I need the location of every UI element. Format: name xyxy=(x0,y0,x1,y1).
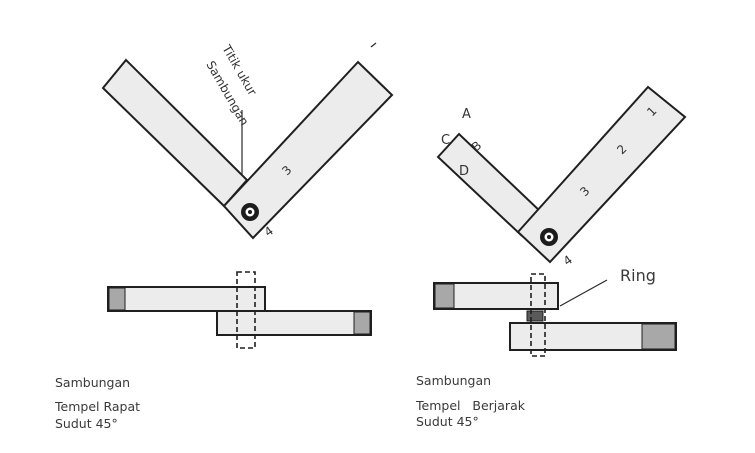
ring-label: Ring xyxy=(620,266,656,285)
left-side-view xyxy=(107,271,372,349)
right-v-joint: A C B D 1 2 3 4 xyxy=(436,85,687,269)
right-arm-bar xyxy=(222,60,394,240)
right-caption: Sambungan Tempel Berjarak Sudut 45° xyxy=(415,373,526,429)
right-number-4: 4 xyxy=(561,253,575,269)
right-side-view: Ring xyxy=(433,266,677,357)
left-v-joint: Titik ukur Sambungan 3 4 xyxy=(101,42,394,240)
right-upper-bar xyxy=(433,282,559,310)
ring-washer xyxy=(526,310,544,322)
right-long-arm-bar xyxy=(516,85,687,264)
left-lower-endcap xyxy=(353,311,371,335)
right-caption-line1: Sambungan xyxy=(416,373,491,388)
left-lower-bar xyxy=(216,310,372,336)
letter-D: D xyxy=(459,164,469,179)
pivot-bolt-right xyxy=(540,228,558,246)
right-upper-endcap xyxy=(434,283,455,309)
ring-leader xyxy=(559,279,608,307)
top-tick-mark xyxy=(370,42,377,48)
left-upper-endcap xyxy=(108,287,126,311)
left-upper-bar xyxy=(107,286,266,312)
left-caption-line3: Sudut 45° xyxy=(55,416,118,431)
left-caption-line2: Tempel Rapat xyxy=(54,399,140,414)
left-caption-line1: Sambungan xyxy=(55,375,130,390)
right-lower-endcap xyxy=(641,323,676,350)
letter-A: A xyxy=(462,107,471,122)
letter-C: C xyxy=(441,133,450,148)
pivot-bolt xyxy=(241,203,259,221)
left-caption: Sambungan Tempel Rapat Sudut 45° xyxy=(54,375,140,431)
right-short-arm-bar xyxy=(436,132,544,237)
right-caption-line3: Sudut 45° xyxy=(416,414,479,429)
left-number-4: 4 xyxy=(262,224,276,240)
right-caption-line2: Tempel Berjarak xyxy=(415,398,526,413)
left-bolt-outline xyxy=(236,271,256,349)
